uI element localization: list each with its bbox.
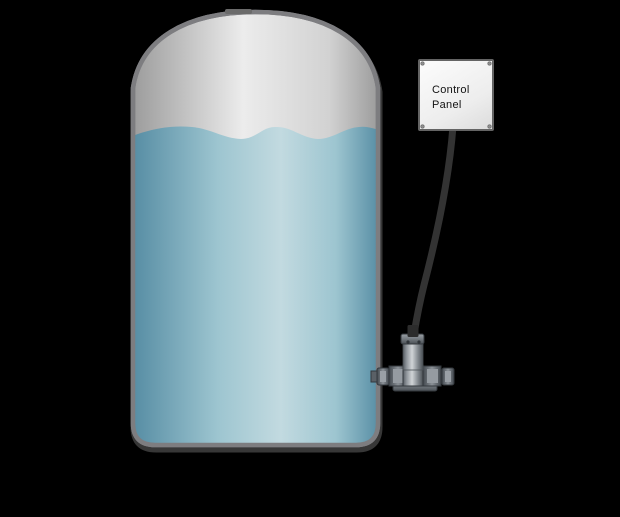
screw-icon <box>421 125 424 128</box>
control-panel-label: Control Panel <box>432 83 470 113</box>
sensor-cap-bolt <box>406 340 410 344</box>
sensor-cap-bolt <box>417 340 421 344</box>
sensor-cable <box>410 122 457 338</box>
tank-top-cap <box>225 9 252 14</box>
screw-icon <box>421 62 424 65</box>
control-panel-label-line2: Panel <box>432 99 462 111</box>
flange-bolt-right-face <box>445 371 451 382</box>
tank-outline <box>130 9 381 448</box>
control-panel-label-line1: Control <box>432 84 470 96</box>
flange-ear-left-face <box>393 369 404 383</box>
flange-ear-right-face <box>427 369 438 383</box>
level-sensor <box>370 325 455 392</box>
flange-bolt-left-face <box>380 371 386 382</box>
sensor-cable-connector <box>407 325 419 337</box>
water-fill <box>133 126 378 445</box>
screw-icon <box>488 125 491 128</box>
screw-icon <box>488 62 491 65</box>
control-panel-box: Control Panel <box>418 59 494 131</box>
